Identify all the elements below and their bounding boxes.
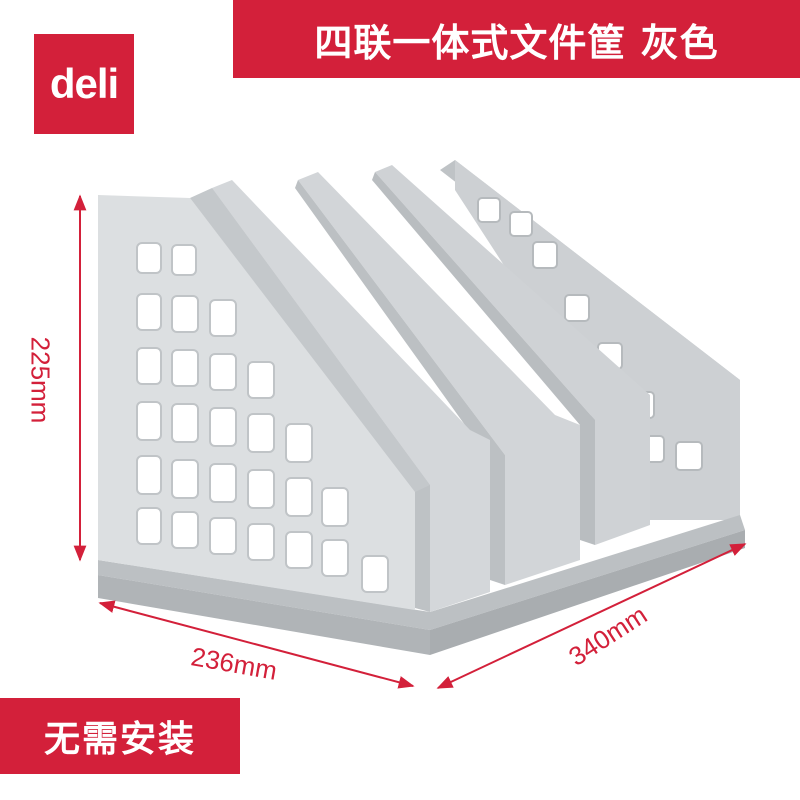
deli-logo: deli	[34, 34, 134, 134]
logo-text: deli	[49, 60, 119, 107]
height-label: 225mm	[25, 336, 56, 424]
front-panel	[98, 188, 430, 610]
divider-4	[372, 165, 650, 545]
no-assembly-text: 无需安装	[43, 719, 196, 760]
divider-3	[295, 172, 580, 585]
depth-arrow	[436, 543, 747, 689]
width-arrow	[98, 600, 415, 689]
no-assembly-banner: 无需安装	[0, 698, 240, 774]
back-wall	[440, 160, 740, 520]
dimension-arrows	[73, 194, 747, 689]
product-title: 四联一体式文件筐 灰色	[314, 20, 719, 65]
title-banner: 四联一体式文件筐 灰色	[233, 0, 800, 78]
